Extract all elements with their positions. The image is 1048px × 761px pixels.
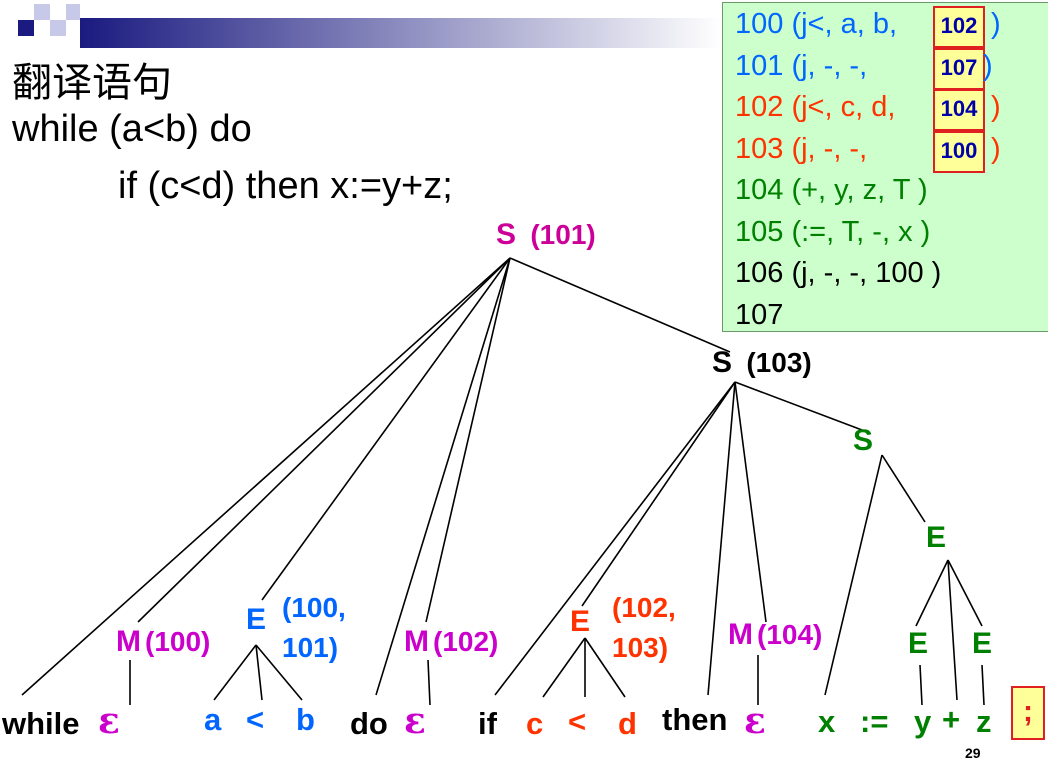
node-value: (100) xyxy=(145,626,211,657)
edge xyxy=(581,381,736,607)
slide-title: 翻译语句 xyxy=(12,61,172,105)
edge xyxy=(981,664,985,706)
jump-target-box: 100 xyxy=(933,130,985,173)
edge xyxy=(375,257,511,696)
node-value: (104) xyxy=(757,619,823,650)
e-assign-node: E xyxy=(926,521,947,554)
leaf-y: y xyxy=(914,704,932,739)
edge xyxy=(494,381,736,696)
quadruple-row: 106 (j, -, -, 100 ) xyxy=(735,257,942,289)
quadruple-suffix: ) xyxy=(991,132,1001,165)
e1-node: E xyxy=(246,603,267,636)
s103-node: S (103) xyxy=(712,346,812,380)
edge xyxy=(947,559,958,701)
edge xyxy=(824,454,883,696)
code-line-1: while (a<b) do xyxy=(12,108,252,150)
leaf-lt-1: < xyxy=(246,702,265,737)
quadruple-list-panel: 100 (j<, a, b, 102) 101 (j, -, -, 107) 102 (… xyxy=(722,2,1048,332)
edge xyxy=(425,257,511,623)
inner-s-node: S xyxy=(853,424,874,457)
e1-value-line-2: 101) xyxy=(282,632,339,663)
leaf-if: if xyxy=(478,706,497,741)
leaf-assign: := xyxy=(860,704,889,739)
quadruple-row: 104 (+, y, z, T ) xyxy=(735,174,928,206)
jump-target-box: 102 xyxy=(933,6,985,48)
quadruple-suffix: ) xyxy=(983,49,993,82)
edge xyxy=(734,381,767,623)
m1-node: M(100) xyxy=(116,625,210,659)
node-label: M xyxy=(116,625,141,658)
edge xyxy=(21,257,511,696)
e-y-node: E xyxy=(908,627,929,660)
edge xyxy=(542,637,586,698)
leaf-do: do xyxy=(350,706,388,741)
edge xyxy=(707,381,736,696)
edge xyxy=(915,559,949,627)
m3-node: M(104) xyxy=(728,618,822,652)
e-z-node: E xyxy=(972,627,993,660)
m2-node: M(102) xyxy=(404,625,498,659)
edge xyxy=(919,664,923,706)
edge xyxy=(881,454,926,523)
e2-value-line-2: 103) xyxy=(612,632,669,663)
root-s-node: S (101) xyxy=(496,218,596,252)
leaf-then: then xyxy=(662,702,728,737)
e2-node: E xyxy=(570,605,591,638)
quadruple-prefix: 100 (j<, a, b, xyxy=(735,8,898,40)
node-label: M xyxy=(728,618,753,651)
leaf-z: z xyxy=(976,704,992,739)
node-label: M xyxy=(404,625,429,658)
leaf-d: d xyxy=(618,706,637,741)
jump-target-box: 107 xyxy=(933,47,985,90)
quadruple-row: 103 (j, -, -, xyxy=(735,133,867,166)
quadruple-suffix: ) xyxy=(991,91,1001,123)
header-gradient-bar xyxy=(80,18,722,48)
node-value: (101) xyxy=(530,219,596,250)
leaf-a: a xyxy=(204,702,222,737)
edge xyxy=(734,381,863,431)
quadruple-prefix: 103 (j, -, -, xyxy=(735,132,868,165)
quadruple-suffix: ) xyxy=(991,8,1001,40)
leaf-plus: + xyxy=(942,702,961,737)
quadruple-row: 100 (j<, a, b, xyxy=(735,8,897,41)
edge xyxy=(137,257,511,623)
node-label: S xyxy=(712,346,733,379)
edge xyxy=(584,637,626,698)
leaf-lt-2: < xyxy=(568,704,587,739)
leaf-b: b xyxy=(296,702,315,737)
e1-value-line-1: (100, xyxy=(282,592,346,623)
edge xyxy=(947,559,983,627)
node-value: (102) xyxy=(433,626,499,657)
leaf-c: c xyxy=(526,706,544,741)
node-label: S xyxy=(496,218,517,251)
leaf-x: x xyxy=(818,704,836,739)
edge xyxy=(255,644,263,701)
leaf-semicolon: ; xyxy=(1011,686,1045,740)
e2-value-line-1: (102, xyxy=(612,592,676,623)
quadruple-row: 101 (j, -, -, xyxy=(735,50,867,83)
leaf-while: while xyxy=(2,706,80,741)
code-line-2: if (c<d) then x:=y+z; xyxy=(118,165,453,207)
edge xyxy=(509,257,731,353)
quadruple-prefix: 101 (j, -, -, xyxy=(735,49,868,82)
edge xyxy=(261,257,511,601)
page-number: 29 xyxy=(965,745,981,761)
edge xyxy=(255,644,303,701)
quadruple-row: 107 xyxy=(735,298,784,331)
node-value: (103) xyxy=(746,347,812,378)
quadruple-row: 105 (:=, T, -, x ) xyxy=(735,215,931,248)
quadruple-prefix: 102 (j<, c, d, xyxy=(735,91,896,123)
leaf-epsilon-3: ε xyxy=(744,700,766,742)
leaf-epsilon-1: ε xyxy=(98,700,120,742)
jump-target-box: 104 xyxy=(933,89,985,131)
quadruple-row: 102 (j<, c, d, xyxy=(735,91,895,124)
leaf-epsilon-2: ε xyxy=(404,700,426,742)
edge xyxy=(213,644,257,701)
edge xyxy=(427,659,431,706)
